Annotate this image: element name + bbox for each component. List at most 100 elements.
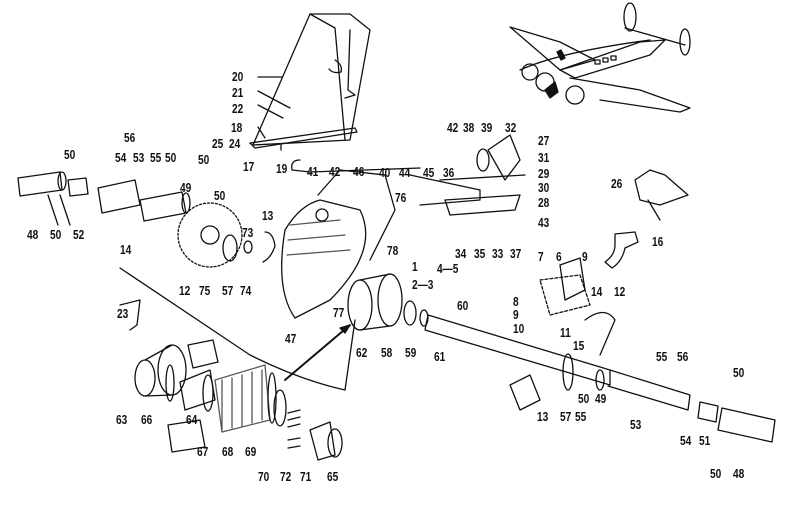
callout-31: 31 bbox=[538, 150, 550, 165]
gearbox-housing bbox=[281, 159, 481, 319]
callout-2-3: 2—3 bbox=[412, 277, 434, 292]
callout-56: 56 bbox=[124, 130, 136, 145]
callout-57: 57 bbox=[560, 409, 572, 424]
callout-52: 52 bbox=[73, 227, 85, 242]
callout-53: 53 bbox=[630, 417, 642, 432]
callout-50: 50 bbox=[198, 152, 210, 167]
callout-29: 29 bbox=[538, 166, 550, 181]
aircraft-inset bbox=[509, 2, 691, 113]
callout-38: 38 bbox=[463, 120, 475, 135]
callout-71: 71 bbox=[300, 469, 312, 484]
callout-12: 12 bbox=[179, 283, 191, 298]
callout-75: 75 bbox=[199, 283, 211, 298]
callout-54: 54 bbox=[680, 433, 692, 448]
bracket-26 bbox=[634, 169, 689, 221]
callout-28: 28 bbox=[538, 195, 550, 210]
callout-50: 50 bbox=[50, 227, 62, 242]
callout-4-5: 4—5 bbox=[437, 261, 459, 276]
callout-77: 77 bbox=[333, 305, 345, 320]
callout-44: 44 bbox=[399, 165, 411, 180]
callout-14: 14 bbox=[120, 242, 132, 257]
callout-57: 57 bbox=[222, 283, 234, 298]
callout-40: 40 bbox=[379, 165, 391, 180]
callout-64: 64 bbox=[186, 412, 198, 427]
callout-22: 22 bbox=[232, 101, 244, 116]
callout-47: 47 bbox=[285, 331, 297, 346]
callout-43: 43 bbox=[538, 215, 550, 230]
callout-50: 50 bbox=[64, 147, 76, 162]
main-shaft bbox=[424, 314, 776, 443]
callout-60: 60 bbox=[457, 298, 469, 313]
callout-24: 24 bbox=[229, 136, 241, 151]
callout-42: 42 bbox=[447, 120, 459, 135]
callout-58: 58 bbox=[381, 345, 393, 360]
callout-33: 33 bbox=[492, 246, 504, 261]
callout-46: 46 bbox=[353, 164, 365, 179]
callout-55: 55 bbox=[150, 150, 162, 165]
callout-14: 14 bbox=[591, 284, 603, 299]
callout-65: 65 bbox=[327, 469, 339, 484]
actuator-bracket bbox=[249, 13, 371, 149]
callout-74: 74 bbox=[240, 283, 252, 298]
callout-72: 72 bbox=[280, 469, 292, 484]
callout-50: 50 bbox=[214, 188, 226, 203]
callout-69: 69 bbox=[245, 444, 257, 459]
callout-51: 51 bbox=[699, 433, 711, 448]
callout-23: 23 bbox=[117, 306, 129, 321]
callout-50: 50 bbox=[733, 365, 745, 380]
callout-15: 15 bbox=[573, 338, 585, 353]
callout-34: 34 bbox=[455, 246, 467, 261]
callout-49: 49 bbox=[180, 180, 192, 195]
callout-41: 41 bbox=[307, 164, 319, 179]
callout-62: 62 bbox=[356, 345, 368, 360]
callout-66: 66 bbox=[141, 412, 153, 427]
callout-37: 37 bbox=[510, 246, 522, 261]
callout-32: 32 bbox=[505, 120, 517, 135]
callout-26: 26 bbox=[611, 176, 623, 191]
callout-55: 55 bbox=[656, 349, 668, 364]
callout-48: 48 bbox=[27, 227, 39, 242]
callout-35: 35 bbox=[474, 246, 486, 261]
callout-49: 49 bbox=[595, 391, 607, 406]
callout-9: 9 bbox=[582, 249, 588, 264]
callout-10: 10 bbox=[513, 321, 525, 336]
callout-25: 25 bbox=[212, 136, 224, 151]
callout-73: 73 bbox=[242, 225, 254, 240]
callout-16: 16 bbox=[652, 234, 664, 249]
callout-67: 67 bbox=[197, 444, 209, 459]
callout-7: 7 bbox=[538, 249, 544, 264]
callout-78: 78 bbox=[387, 243, 399, 258]
callout-76: 76 bbox=[395, 190, 407, 205]
callout-27: 27 bbox=[538, 133, 550, 148]
callout-21: 21 bbox=[232, 85, 244, 100]
sprocket bbox=[177, 202, 276, 268]
callout-20: 20 bbox=[232, 69, 244, 84]
callout-50: 50 bbox=[710, 466, 722, 481]
control-linkage bbox=[439, 134, 526, 216]
callout-48: 48 bbox=[733, 466, 745, 481]
callout-68: 68 bbox=[222, 444, 234, 459]
callout-61: 61 bbox=[434, 349, 446, 364]
callout-18: 18 bbox=[231, 120, 243, 135]
callout-70: 70 bbox=[258, 469, 270, 484]
clutch-drum bbox=[347, 273, 429, 331]
callout-8: 8 bbox=[513, 294, 519, 309]
callout-9: 9 bbox=[513, 307, 519, 322]
callout-13: 13 bbox=[262, 208, 274, 223]
callout-36: 36 bbox=[443, 165, 455, 180]
callout-56: 56 bbox=[677, 349, 689, 364]
callout-54: 54 bbox=[115, 150, 127, 165]
callout-50: 50 bbox=[165, 150, 177, 165]
callout-45: 45 bbox=[423, 165, 435, 180]
callout-17: 17 bbox=[243, 159, 255, 174]
callout-19: 19 bbox=[276, 161, 288, 176]
callout-50: 50 bbox=[578, 391, 590, 406]
left-shaft-assembly bbox=[17, 171, 191, 226]
callout-1: 1 bbox=[412, 259, 418, 274]
clutch-exploded-group bbox=[119, 299, 343, 461]
callout-53: 53 bbox=[133, 150, 145, 165]
callout-39: 39 bbox=[481, 120, 493, 135]
callout-55: 55 bbox=[575, 409, 587, 424]
